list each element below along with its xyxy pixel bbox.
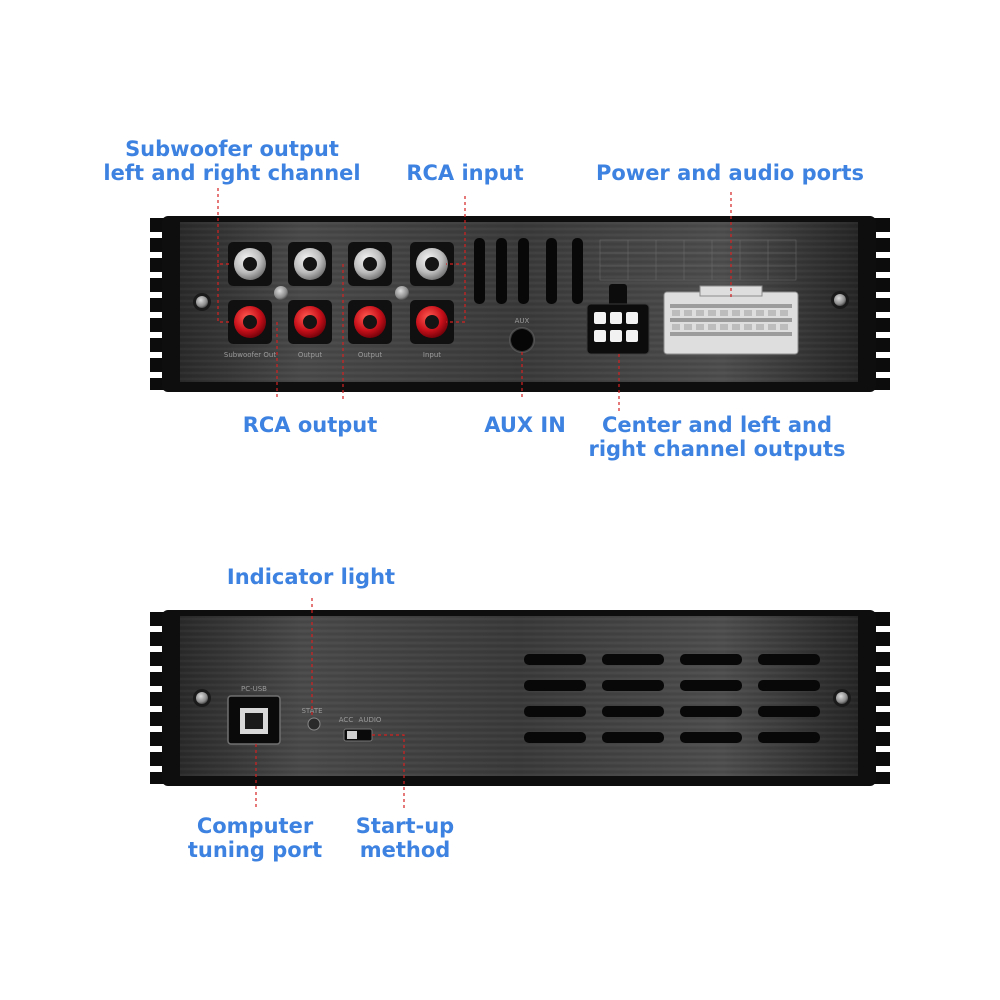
- aux-in-jack: [511, 329, 533, 351]
- label-rca-input: RCA input: [406, 161, 524, 185]
- print-state: STATE: [301, 707, 322, 715]
- print-output-r: Output: [358, 351, 383, 359]
- label-indicator-light: Indicator light: [226, 565, 396, 589]
- print-subwoofer-out: Subwoofer Out: [224, 351, 276, 359]
- label-aux-in: AUX IN: [484, 413, 566, 437]
- top-leader-lines: [217, 188, 732, 412]
- small-screw: [274, 286, 288, 300]
- center-lr-connector: [586, 284, 650, 355]
- indicator-led: [307, 717, 321, 731]
- bottom-leader-lines: [255, 598, 405, 810]
- bottom-vents: [524, 654, 820, 743]
- label-power-audio-ports: Power and audio ports: [595, 161, 865, 185]
- label-computer-tuning-port: Computer tuning port: [187, 814, 323, 862]
- top-vents: [474, 238, 583, 304]
- startup-switch: [343, 728, 373, 742]
- print-input: Input: [423, 351, 441, 359]
- small-screw: [395, 286, 409, 300]
- print-pc-usb: PC-USB: [241, 685, 267, 693]
- bottom-unit: PC-USB STATE ACC AUDIO: [150, 598, 890, 810]
- print-audio: AUDIO: [359, 716, 382, 724]
- print-output-l: Output: [298, 351, 323, 359]
- print-acc: ACC: [339, 716, 354, 724]
- label-rca-output: RCA output: [242, 413, 378, 437]
- pin-map-print: [599, 239, 797, 281]
- print-aux: AUX: [515, 317, 530, 325]
- label-subwoofer-output: Subwoofer output left and right channel: [103, 137, 361, 185]
- rca-jacks-red: [228, 300, 454, 344]
- top-unit: Subwoofer Out Output Output Input AUX: [150, 188, 890, 412]
- label-center-lr-outputs: Center and left and right channel output…: [588, 413, 846, 461]
- rca-jacks-silver: [228, 242, 454, 286]
- usb-port: [227, 695, 281, 745]
- label-startup-method: Start-up method: [355, 814, 455, 862]
